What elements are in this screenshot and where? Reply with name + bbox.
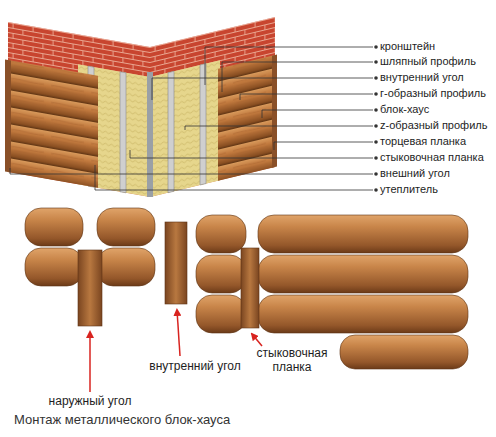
- part-label: стыковочная планка: [380, 151, 484, 164]
- part-label: шляпный профиль: [380, 55, 476, 68]
- part-label: утеплитель: [380, 183, 438, 196]
- part-label: торцевая планка: [380, 135, 466, 148]
- part-label: z-образный профиль: [380, 119, 487, 132]
- caption: Монтаж металлического блок-хауса: [14, 413, 230, 428]
- part-label: кронштейн: [380, 40, 435, 53]
- part-label: внутренний угол: [380, 71, 464, 84]
- callout-label: стыковочная планка: [250, 347, 334, 375]
- callout-label: внутренний угол: [149, 360, 240, 374]
- callout-label: наружный угол: [49, 395, 132, 409]
- part-label: внешний угол: [380, 167, 450, 180]
- part-label: блок-хаус: [380, 103, 429, 116]
- part-label: г-образный профиль: [380, 87, 486, 100]
